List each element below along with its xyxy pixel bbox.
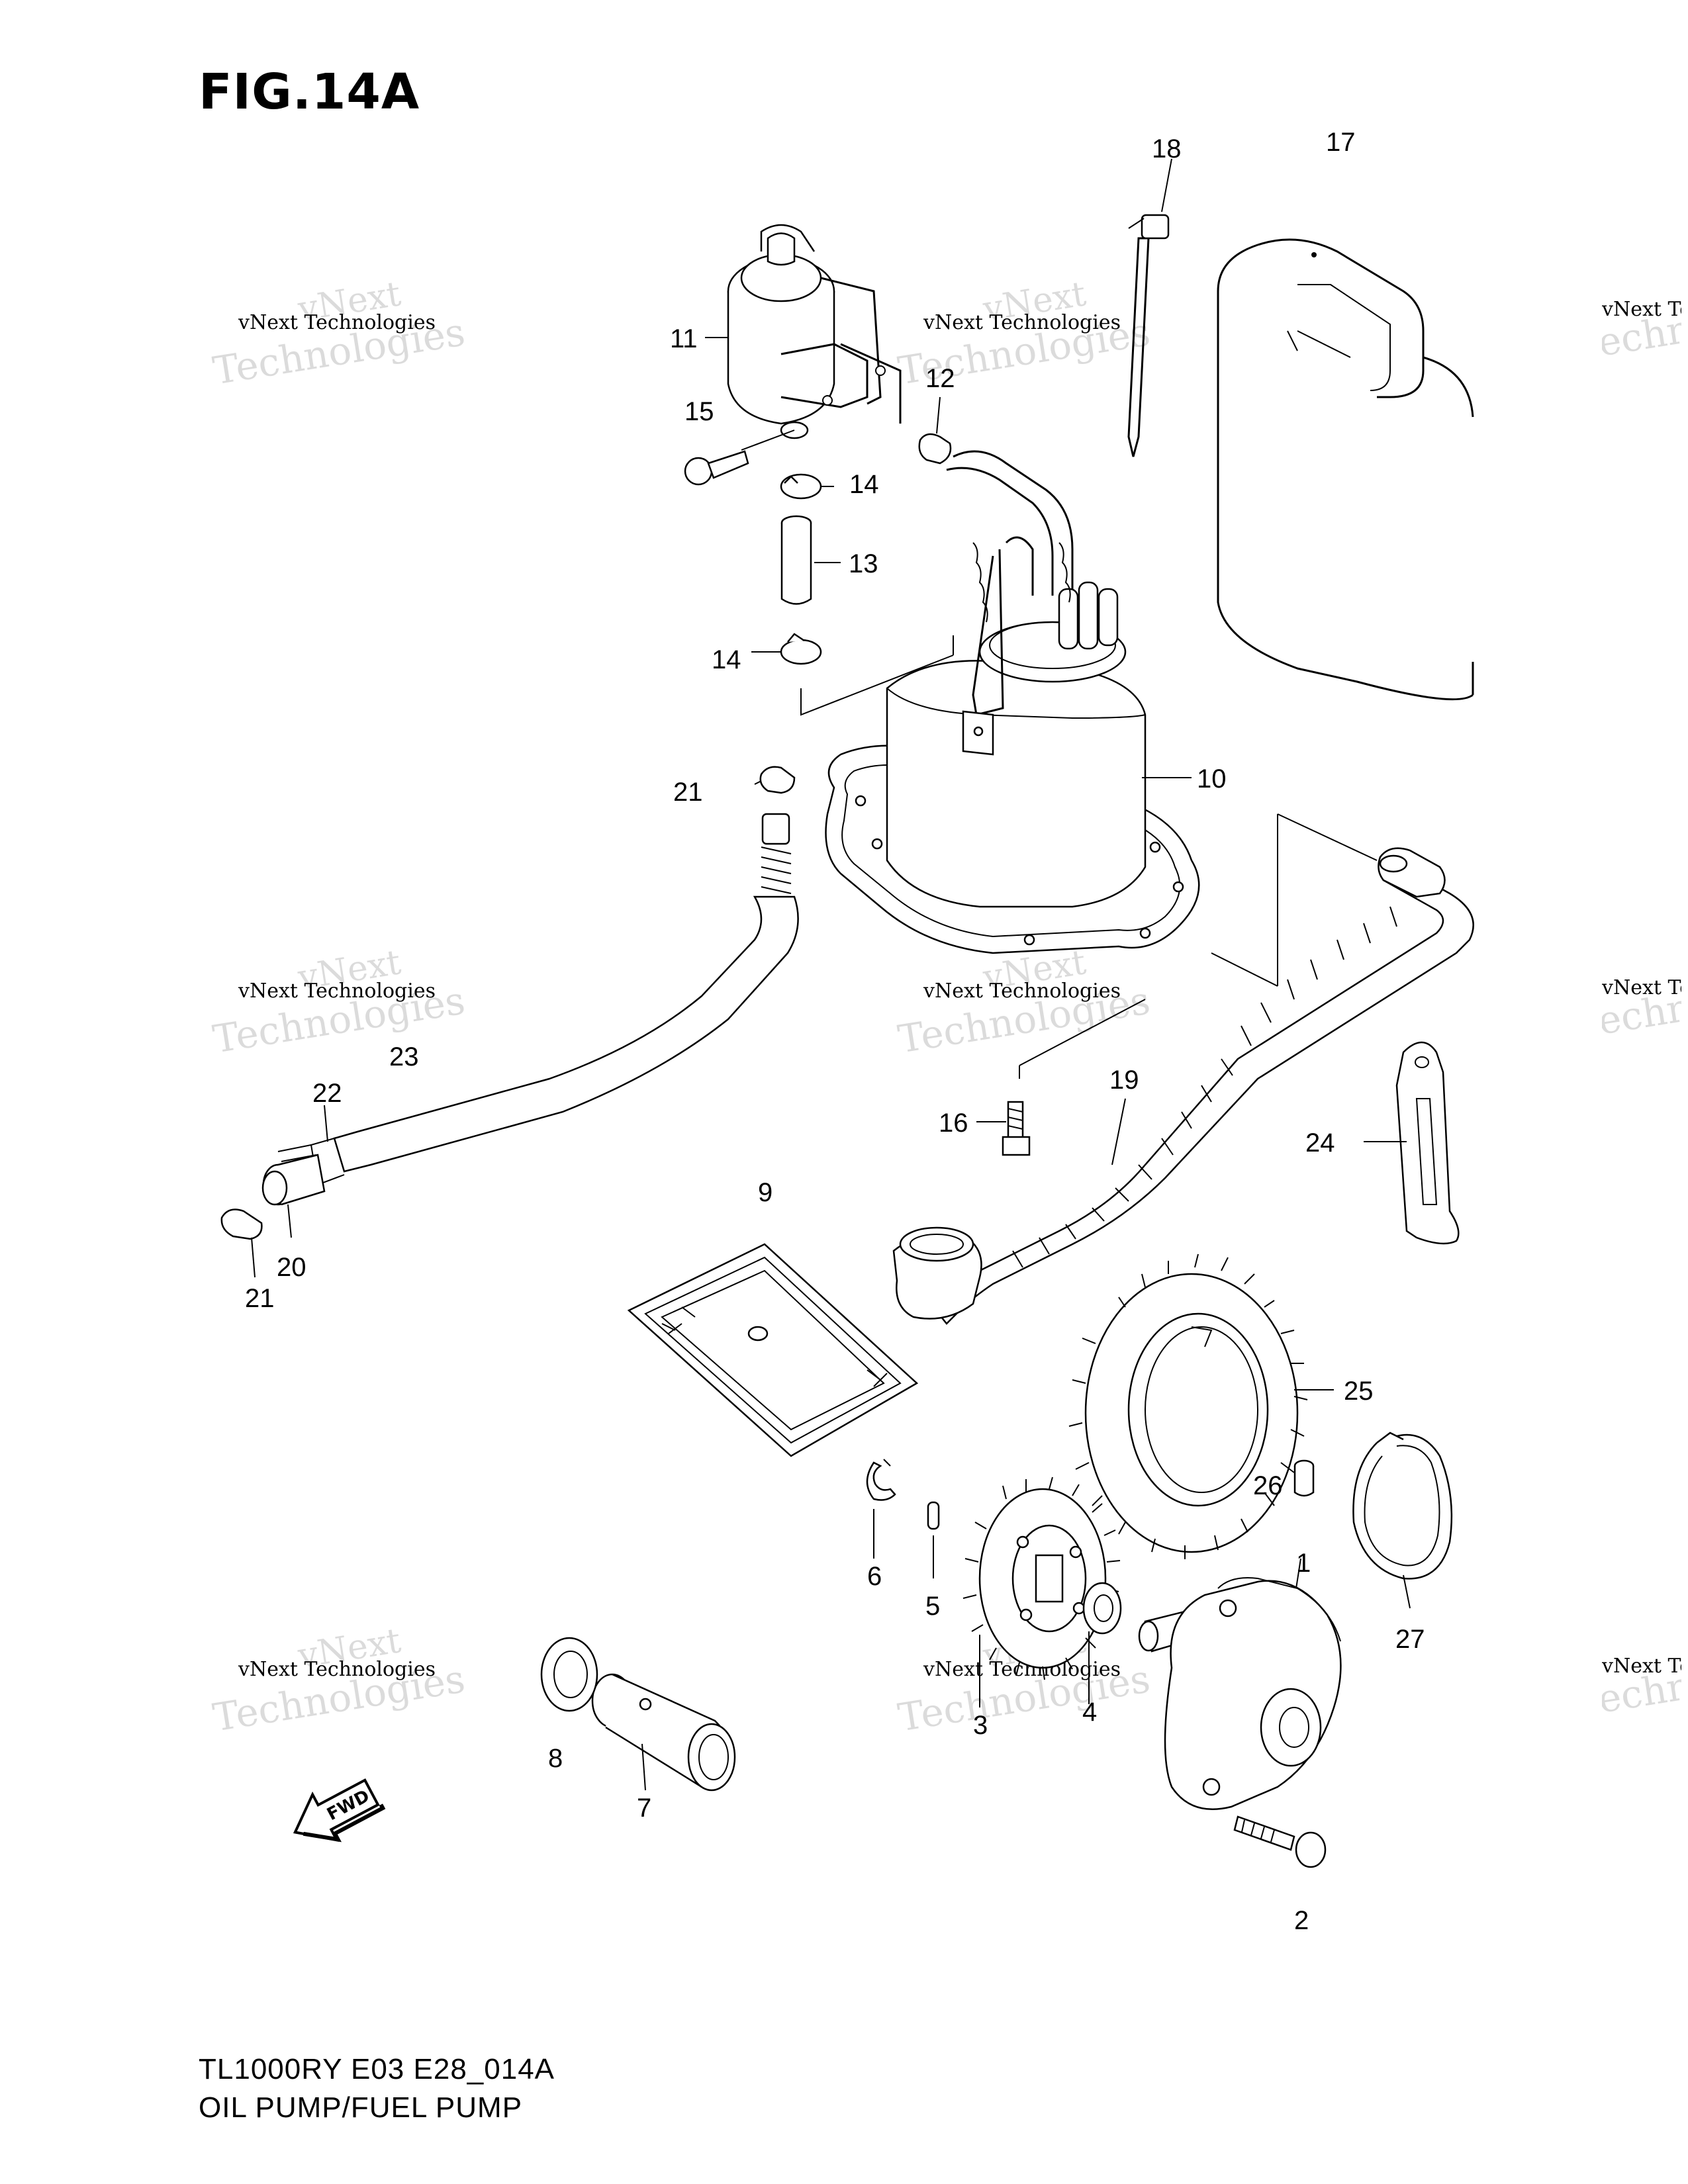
part-21-clamp-lower [220, 1208, 263, 1278]
part-25-driven-gear [1068, 1253, 1334, 1559]
callout-3: 3 [973, 1711, 988, 1740]
callout-16: 16 [939, 1109, 968, 1138]
part-12-clip [918, 396, 952, 465]
part-21-clamp-upper [754, 766, 796, 794]
part-24-strap [1364, 1041, 1460, 1245]
callout-15: 15 [684, 397, 714, 426]
part-8-o-ring [540, 1637, 598, 1712]
callout-11: 11 [670, 324, 698, 353]
callout-4: 4 [1082, 1698, 1097, 1727]
callout-17: 17 [1326, 128, 1356, 157]
part-7-sleeve [591, 1673, 736, 1792]
part-17-fuel-tank [1217, 238, 1474, 701]
callout-24: 24 [1305, 1128, 1335, 1158]
part-19-tube [892, 847, 1474, 1325]
callout-10: 10 [1197, 764, 1227, 794]
part-14-hose-clamp-lower [751, 633, 822, 665]
pump-outlet-hose [946, 450, 1074, 596]
callout-9: 9 [758, 1178, 773, 1207]
callout-19: 19 [1109, 1066, 1139, 1095]
part-13-hose [780, 515, 841, 605]
part-2-screw [1233, 1815, 1327, 1868]
callout-27: 27 [1395, 1625, 1425, 1654]
part-16-bolt [976, 1101, 1031, 1156]
callout-1: 1 [1296, 1549, 1311, 1578]
figure-caption: OIL PUMP/FUEL PUMP [199, 2091, 523, 2124]
part-23-hose [261, 813, 799, 1238]
part-14-hose-clamp-upper [780, 473, 834, 500]
figure-title: FIG.14A [199, 64, 420, 120]
callout-12: 12 [925, 364, 955, 393]
callout-22: 22 [312, 1079, 342, 1108]
fwd-arrow-icon: FWD [293, 1778, 386, 1843]
callout-13: 13 [849, 549, 878, 578]
part-26-pin [1293, 1459, 1315, 1497]
callout-8: 8 [548, 1744, 563, 1773]
reference-lines [800, 635, 1378, 1079]
part-27-circlip [1352, 1432, 1453, 1609]
callout-21-upper: 21 [673, 778, 703, 807]
callout-5: 5 [925, 1592, 940, 1621]
part-9-strainer [627, 1243, 919, 1457]
callout-14-upper: 14 [849, 470, 879, 499]
part-1-oil-pump [1138, 1558, 1342, 1810]
callout-21-lower: 21 [245, 1284, 275, 1313]
callout-2: 2 [1294, 1906, 1309, 1935]
callout-26: 26 [1253, 1471, 1283, 1500]
callout-7: 7 [637, 1794, 651, 1823]
model-code: TL1000RY E03 E28_014A [199, 2053, 555, 2085]
part-15-screw [684, 430, 795, 486]
callout-23: 23 [389, 1042, 419, 1071]
part-4-washer [1082, 1582, 1122, 1704]
callout-25: 25 [1344, 1377, 1374, 1406]
part-5-pin [927, 1501, 940, 1578]
callout-6: 6 [867, 1562, 882, 1591]
callout-18: 18 [1152, 134, 1182, 163]
callout-14-lower: 14 [712, 645, 741, 674]
part-11-fuel-filter [705, 224, 902, 439]
callout-20: 20 [277, 1253, 306, 1282]
part-6-circlip [866, 1459, 896, 1559]
part-10-fuel-pump [825, 536, 1200, 954]
part-18-tie [1127, 158, 1172, 457]
